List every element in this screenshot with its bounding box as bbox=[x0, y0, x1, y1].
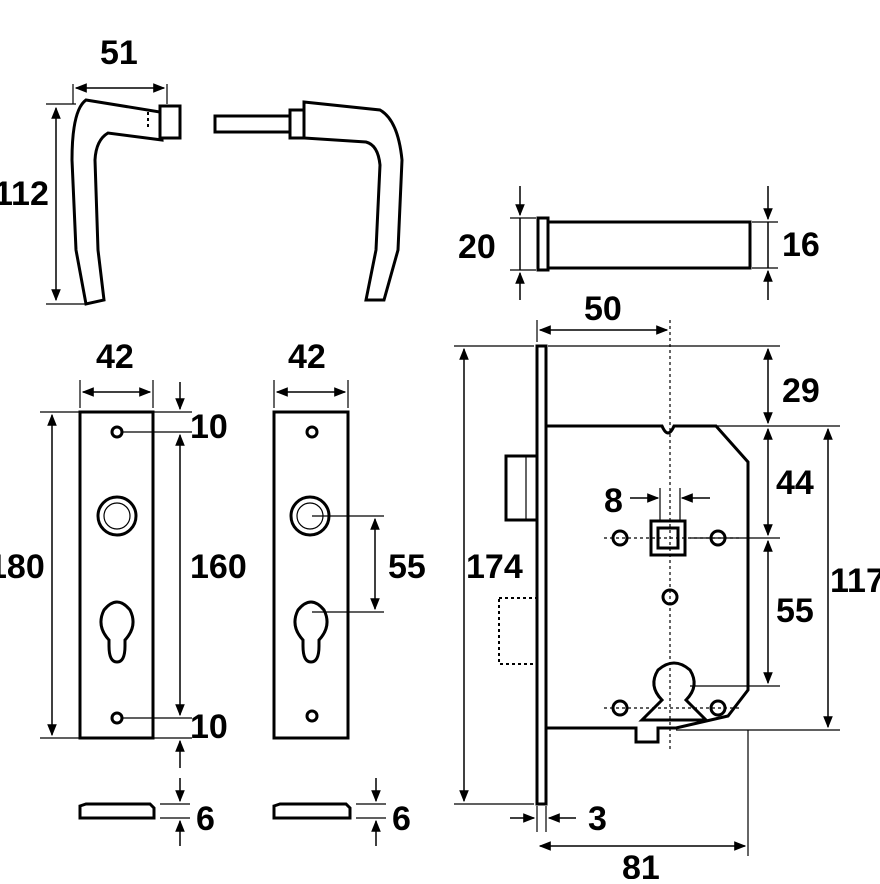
backset-label: 50 bbox=[584, 290, 622, 328]
spindle-16-label: 16 bbox=[782, 226, 820, 264]
spindle-square-dimension: 8 bbox=[604, 482, 710, 520]
plate-height-label: 180 bbox=[0, 548, 45, 586]
right-lever-handle bbox=[213, 100, 404, 302]
spindle-20-label: 20 bbox=[458, 228, 496, 266]
handle-width-label: 51 bbox=[100, 34, 138, 72]
plate-right-width-label: 42 bbox=[288, 338, 326, 376]
handle-height-dimension: 112 bbox=[0, 103, 86, 305]
lock-center-distance-dimension: 55 bbox=[690, 539, 814, 687]
hole-spacing-label: 160 bbox=[190, 548, 247, 586]
faceplate-height-label: 174 bbox=[466, 548, 523, 586]
spindle-16-dimension: 16 bbox=[752, 186, 820, 300]
top-offset-label: 10 bbox=[190, 408, 228, 446]
plate-height-dimension: 180 bbox=[0, 411, 80, 739]
plate-thickness-left-label: 6 bbox=[196, 800, 215, 838]
left-escutcheon-plate bbox=[78, 410, 155, 740]
case-depth-dimension: 81 bbox=[538, 730, 749, 884]
plate-left-width-label: 42 bbox=[96, 338, 134, 376]
follower-offset-dimension: 44 bbox=[690, 427, 814, 539]
case-height-dimension: 117 bbox=[676, 427, 880, 731]
lock-center-distance-label: 55 bbox=[776, 592, 814, 630]
spindle-20-dimension: 20 bbox=[458, 186, 536, 300]
center-distance-dimension: 55 bbox=[312, 515, 426, 613]
case-top-dimension: 29 bbox=[548, 345, 840, 427]
faceplate-thickness-label: 3 bbox=[588, 800, 607, 838]
handle-width-dimension: 51 bbox=[72, 34, 168, 104]
plate-right-width-dimension: 42 bbox=[273, 338, 349, 408]
faceplate-thickness-dimension: 3 bbox=[510, 800, 607, 838]
left-lever-handle bbox=[70, 98, 182, 306]
hole-spacing-dimension: 10 160 10 bbox=[122, 382, 247, 768]
right-plate-thickness: 6 bbox=[272, 778, 411, 846]
plate-left-width-dimension: 42 bbox=[79, 338, 154, 408]
follower-offset-label: 44 bbox=[776, 464, 814, 502]
plate-thickness-right-label: 6 bbox=[392, 800, 411, 838]
faceplate-height-dimension: 174 bbox=[454, 345, 534, 805]
case-height-label: 117 bbox=[830, 562, 880, 600]
bottom-offset-label: 10 bbox=[190, 708, 228, 746]
left-plate-thickness: 6 bbox=[78, 778, 215, 846]
spindle bbox=[536, 216, 752, 272]
spindle-square-label: 8 bbox=[604, 482, 623, 520]
center-distance-label: 55 bbox=[388, 548, 426, 586]
right-escutcheon-plate bbox=[272, 410, 350, 740]
handle-height-label: 112 bbox=[0, 175, 49, 213]
mortice-lock-body bbox=[498, 320, 750, 806]
case-top-label: 29 bbox=[782, 372, 820, 410]
backset-dimension: 50 bbox=[536, 290, 669, 342]
case-depth-label: 81 bbox=[622, 849, 660, 879]
